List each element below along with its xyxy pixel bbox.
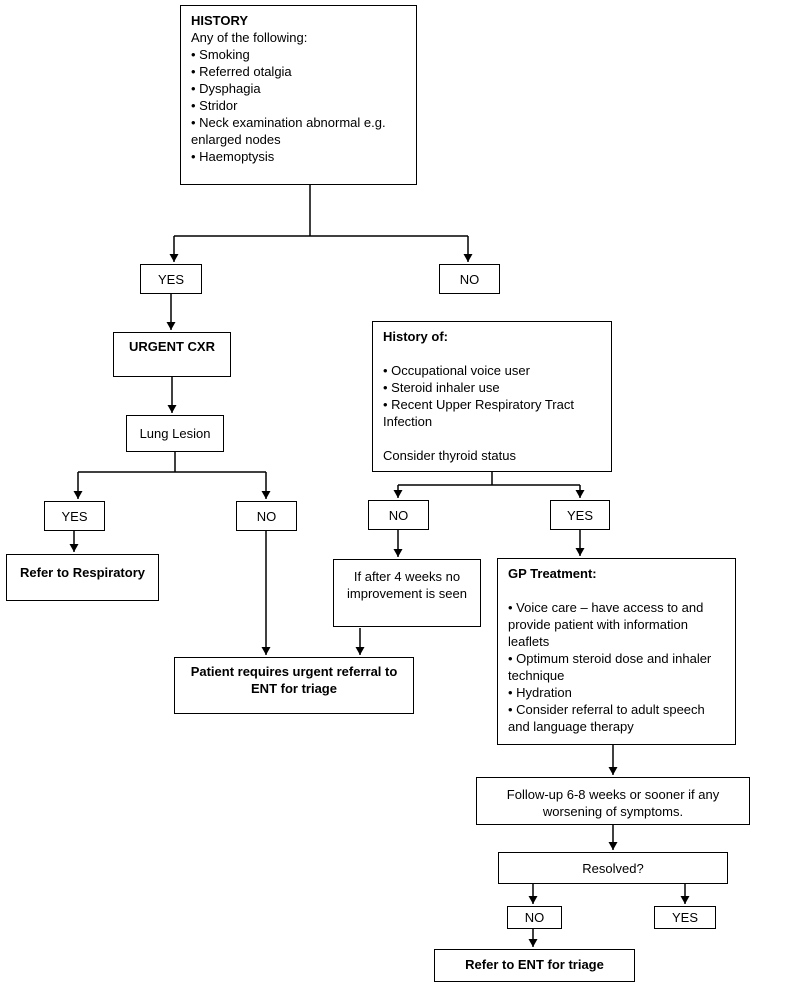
history-item: • Smoking [191,47,250,62]
node-history-of: History of: • Occupational voice user • … [372,321,612,472]
node-resolved: Resolved? [498,852,728,884]
gp-treatment-title: GP Treatment: [508,566,597,581]
history-title: HISTORY [191,13,249,28]
history-item: • Dysphagia [191,81,261,96]
history-of-title: History of: [383,329,448,344]
node-refer-ent: Refer to ENT for triage [434,949,635,982]
history-of-item: • Recent Upper Respiratory Tract Infecti… [383,397,574,429]
gp-treatment-item: • Consider referral to adult speech and … [508,702,705,734]
node-yes-history-of: YES [550,500,610,530]
node-history: HISTORY Any of the following: • Smoking … [180,5,417,185]
node-no-history: NO [439,264,500,294]
gp-treatment-item: • Hydration [508,685,572,700]
gp-treatment-item: • Voice care – have access to and provid… [508,600,704,649]
node-follow-up: Follow-up 6-8 weeks or sooner if any wor… [476,777,750,825]
node-lung-lesion: Lung Lesion [126,415,224,452]
gp-treatment-item: • Optimum steroid dose and inhaler techn… [508,651,712,683]
node-no-resolved: NO [507,906,562,929]
node-yes-history: YES [140,264,202,294]
node-yes-resolved: YES [654,906,716,929]
node-no-history-of: NO [368,500,429,530]
node-patient-urgent-referral: Patient requires urgent referral to ENT … [174,657,414,714]
node-if-after-4-weeks: If after 4 weeks no improvement is seen [333,559,481,627]
history-of-item: • Occupational voice user [383,363,530,378]
node-urgent-cxr: URGENT CXR [113,332,231,377]
node-yes-lung-lesion: YES [44,501,105,531]
history-of-item: • Steroid inhaler use [383,380,500,395]
history-item: • Neck examination abnormal e.g. enlarge… [191,115,386,147]
history-item: • Referred otalgia [191,64,292,79]
node-gp-treatment: GP Treatment: • Voice care – have access… [497,558,736,745]
node-no-lung-lesion: NO [236,501,297,531]
history-item: • Haemoptysis [191,149,275,164]
node-refer-respiratory: Refer to Respiratory [6,554,159,601]
history-item: • Stridor [191,98,238,113]
history-of-note: Consider thyroid status [383,448,516,463]
history-intro: Any of the following: [191,30,308,45]
